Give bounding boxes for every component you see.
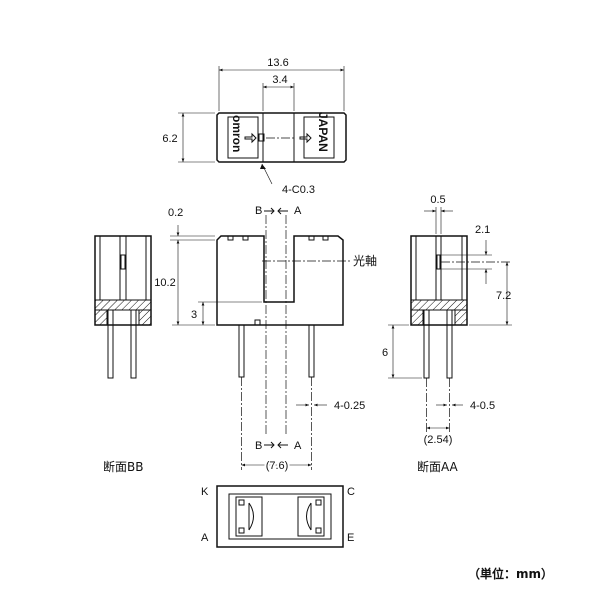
bottom-view: K C A E (201, 485, 355, 548)
optical-axis-label: 光軸 (353, 254, 377, 268)
japan-marking: JAPAN (316, 112, 330, 152)
lead-thickness-dimension: 4-0.25 (334, 400, 365, 412)
pin-a-pad (238, 527, 245, 534)
top-offset-dimension: 0.2 (168, 207, 183, 219)
top-view: omron JAPAN 13.6 3.4 6.2 4-C0.3 (162, 57, 347, 196)
axis-height-dimension: 2.1 (475, 224, 490, 236)
section-bb-hatch (94, 299, 152, 311)
unit-note: （単位：mm） (468, 566, 553, 581)
bottom-view-outer (216, 485, 344, 548)
front-lead-left (238, 324, 245, 378)
pin-c-pad (315, 499, 322, 506)
width-dimension: 13.6 (267, 57, 288, 69)
section-a-bottom: A (294, 440, 302, 452)
pin-k-pad (238, 499, 245, 506)
slit-width-dimension: 3.4 (272, 74, 287, 86)
pin-e-label: E (347, 532, 354, 544)
pin-a-label: A (201, 532, 209, 544)
lead-pitch-dimension: (7.6) (266, 460, 289, 472)
direction-arrow-right (299, 132, 312, 144)
pin-e-pad (315, 527, 322, 534)
lead-length-dimension: 6 (382, 347, 388, 359)
section-b-top: B (255, 205, 262, 217)
section-a-top: A (294, 205, 302, 217)
chamfer-note: 4-C0.3 (282, 184, 315, 196)
front-view-body (216, 235, 344, 326)
aperture-dimension: 0.5 (430, 194, 445, 206)
bottom-view-inner (228, 493, 332, 540)
section-aa-label: 断面AA (417, 459, 459, 474)
pin-c-label: C (347, 486, 355, 498)
direction-arrow-left (244, 132, 257, 144)
section-bb-lead-left (107, 309, 114, 379)
lead-width-dimension: 4-0.5 (470, 400, 495, 412)
slot-bottom-dimension: 3 (191, 309, 197, 321)
slit-aperture (258, 133, 265, 142)
section-b-bottom: B (255, 440, 262, 452)
omron-logo: omron (230, 115, 244, 152)
section-bb-view: 断面BB (94, 235, 152, 474)
front-height-dimension: 10.2 (154, 277, 175, 289)
section-aa-view: 0.5 2.1 7.2 6 4-0.5 (2.54) 断面AA (382, 194, 512, 474)
body-height-dimension: 7.2 (496, 290, 511, 302)
top-height-dimension: 6.2 (162, 133, 177, 145)
section-aa-hatch (410, 299, 468, 311)
section-bb-label: 断面BB (103, 459, 143, 474)
section-bb-lead-right (130, 309, 137, 379)
front-lead-right (308, 324, 315, 378)
top-view-body (216, 112, 347, 163)
front-view: B A B A 0.2 10.2 3 光軸 4-0.25 (7.6) (154, 205, 377, 474)
section-aa-lead-right (446, 309, 453, 379)
top-left-panel (227, 116, 259, 159)
pin-k-label: K (201, 486, 209, 498)
aa-lead-pitch-dimension: (2.54) (424, 434, 453, 446)
section-aa-lead-left (423, 309, 430, 379)
